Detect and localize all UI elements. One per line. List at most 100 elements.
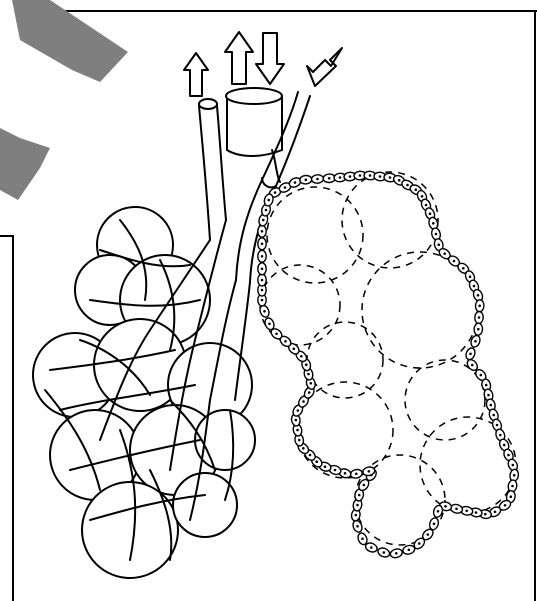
cell-nucleus: [490, 404, 493, 407]
cell-nucleus: [513, 474, 516, 477]
cell-nucleus: [504, 504, 507, 507]
cell-nucleus: [511, 485, 514, 488]
cell-nucleus: [512, 464, 515, 467]
cell-nucleus: [302, 447, 305, 450]
cell-nucleus: [305, 363, 308, 366]
cell-nucleus: [379, 175, 382, 178]
cell-nucleus: [309, 454, 312, 457]
cell-nucleus: [262, 219, 265, 222]
cell-nucleus: [344, 472, 347, 475]
cell-nucleus: [358, 494, 361, 497]
cell-nucleus: [295, 419, 298, 422]
cell-nucleus: [363, 484, 366, 487]
cell-nucleus: [478, 316, 481, 319]
cell-nucleus: [398, 179, 401, 182]
cell-nucleus: [307, 373, 310, 376]
cell-nucleus: [494, 511, 497, 514]
arrow-up-icon: [225, 32, 253, 84]
cell-nucleus: [462, 267, 465, 270]
cell-nucleus: [465, 510, 468, 513]
cell-nucleus: [484, 513, 487, 516]
cell-nucleus: [298, 439, 301, 442]
cell-nucleus: [261, 255, 264, 258]
cell-nucleus: [316, 178, 319, 181]
cell-nucleus: [310, 382, 313, 385]
cell-nucleus: [261, 243, 264, 246]
cell-nucleus: [389, 176, 392, 179]
cell-nucleus: [368, 470, 371, 473]
cell-nucleus: [261, 268, 264, 271]
cell-nucleus: [334, 469, 337, 472]
cell-nucleus: [275, 333, 278, 336]
cell-nucleus: [315, 460, 318, 463]
cell-nucleus: [425, 204, 428, 207]
cell-nucleus: [474, 340, 477, 343]
cell-nucleus: [432, 222, 435, 225]
cell-nucleus: [427, 533, 430, 536]
cell-nucleus: [261, 299, 264, 302]
cell-nucleus: [294, 181, 297, 184]
cell-nucleus: [469, 275, 472, 278]
cell-nucleus: [510, 495, 513, 498]
cell-nucleus: [473, 285, 476, 288]
cell-nucleus: [263, 310, 266, 313]
cell-nucleus: [429, 212, 432, 215]
cell-nucleus: [499, 434, 502, 437]
cell-nucleus: [395, 552, 398, 555]
cell-nucleus: [267, 199, 270, 202]
cell-nucleus: [478, 305, 481, 308]
cell-nucleus: [356, 525, 359, 528]
cell-nucleus: [296, 429, 299, 432]
cell-nucleus: [359, 174, 362, 177]
cell-nucleus: [356, 504, 359, 507]
cell-nucleus: [444, 505, 447, 508]
cell-nucleus: [268, 323, 271, 326]
cell-nucleus: [370, 546, 373, 549]
cell-nucleus: [507, 454, 510, 457]
cell-nucleus: [455, 508, 458, 511]
cell-nucleus: [361, 538, 364, 541]
cell-nucleus: [477, 328, 480, 331]
cell-nucleus: [308, 391, 311, 394]
cell-nucleus: [355, 473, 358, 476]
cell-nucleus: [297, 409, 300, 412]
cell-nucleus: [487, 394, 490, 397]
cell-nucleus: [328, 177, 331, 180]
arrow-down-left-icon: [307, 48, 342, 86]
cell-nucleus: [408, 549, 411, 552]
cell-nucleus: [284, 186, 287, 189]
cell-nucleus: [406, 184, 409, 187]
cell-nucleus: [418, 542, 421, 545]
cell-nucleus: [415, 188, 418, 191]
arrow-up-icon: [184, 53, 208, 96]
cell-nucleus: [496, 424, 499, 427]
cell-nucleus: [324, 465, 327, 468]
cell-nucleus: [421, 195, 424, 198]
cell-nucleus: [369, 174, 372, 177]
cell-nucleus: [274, 191, 277, 194]
gray-banner: [0, 0, 128, 200]
airway-tube: [226, 88, 282, 156]
cell-nucleus: [471, 364, 474, 367]
cell-nucleus: [485, 384, 488, 387]
cell-nucleus: [480, 374, 483, 377]
cell-nucleus: [261, 230, 264, 233]
arrow-down-icon: [256, 33, 284, 84]
cell-nucleus: [469, 353, 472, 356]
cell-nucleus: [433, 523, 436, 526]
cell-nucleus: [435, 233, 438, 236]
cell-nucleus: [492, 414, 495, 417]
cell-nucleus: [475, 511, 478, 514]
cell-nucleus: [305, 178, 308, 181]
cell-nucleus: [261, 289, 264, 292]
flow-arrows: [184, 32, 342, 96]
cell-nucleus: [284, 340, 287, 343]
cell-nucleus: [355, 514, 358, 517]
cell-nucleus: [302, 400, 305, 403]
cell-nucleus: [300, 355, 303, 358]
cell-nucleus: [293, 348, 296, 351]
cell-nucleus: [503, 444, 506, 447]
cell-nucleus: [265, 209, 268, 212]
